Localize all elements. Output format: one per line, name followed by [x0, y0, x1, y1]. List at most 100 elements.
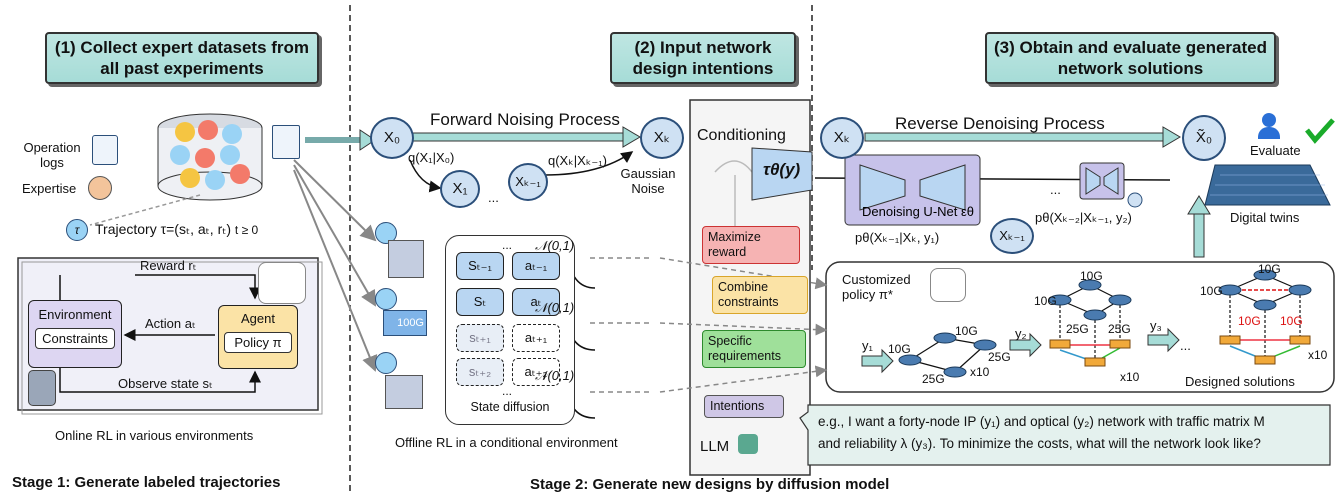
trajectory-label: Trajectory τ=(sₜ, aₜ, rₜ) t ≥ 0	[95, 221, 258, 238]
stage2-caption: Offline RL in a conditional environment	[395, 435, 618, 450]
specific-requirements-chip: Specific requirements	[702, 330, 806, 368]
database-icon	[28, 370, 56, 406]
agent-box: Agent Policy π	[218, 305, 298, 369]
tau-icon-1	[375, 222, 397, 244]
observe-label: Observe state sₜ	[118, 376, 213, 391]
node-x0: X₀	[370, 117, 414, 159]
state-cell: Sₜ₋₁	[456, 252, 504, 280]
node-x1: X₁	[440, 170, 480, 208]
state-diffusion-box: ... Sₜ₋₁ aₜ₋₁ Sₜ aₜ sₜ₊₁ aₜ₊₁ sₜ₊₂ aₜ₊₂ …	[445, 235, 575, 425]
state-cell: aₜ	[512, 288, 560, 316]
constraints-label: Constraints	[35, 328, 115, 349]
link-capacity: 10G	[955, 324, 978, 338]
ellipsis-designs: ...	[1180, 338, 1191, 353]
link-capacity: 10G	[1200, 284, 1223, 298]
link-capacity: 25G	[1108, 322, 1131, 336]
state-cell: sₜ₊₁	[456, 324, 504, 352]
stage3-header-text: (3) Obtain and evaluate generated networ…	[993, 38, 1267, 78]
trajectory-text: Trajectory τ=(sₜ, aₜ, rₜ)	[95, 221, 232, 237]
designed-solutions-label: Designed solutions	[1185, 374, 1295, 389]
robot-icon	[258, 262, 306, 304]
tau-icon-2	[375, 288, 397, 310]
llm-logo-icon	[738, 434, 758, 454]
tau-icon: τ	[66, 219, 88, 241]
node-xk-reverse: Xₖ	[820, 117, 864, 159]
link-capacity: 10G	[1034, 294, 1057, 308]
node-xk1: Xₖ₋₁	[508, 163, 548, 201]
state-cell: sₜ₊₂	[456, 358, 504, 386]
environment-label: Environment	[38, 307, 112, 322]
link-capacity: 10G	[1080, 269, 1103, 283]
stage1-header-text: (1) Collect expert datasets from all pas…	[54, 38, 310, 78]
link-capacity: 10G	[1258, 262, 1281, 276]
q1-label: q(X₁|X₀)	[408, 150, 455, 165]
digital-twins-label: Digital twins	[1230, 210, 1300, 225]
customized-policy-label: Customized policy π*	[842, 272, 911, 302]
link-capacity: 25G	[922, 372, 945, 386]
action-label: Action aₜ	[145, 316, 196, 331]
y2-label: y₂	[1015, 326, 1027, 341]
y3-label: y₃	[1150, 318, 1162, 333]
node-xk1-reverse: Xₖ₋₁	[990, 218, 1034, 254]
state-cell: aₜ₋₁	[512, 252, 560, 280]
state-cell: Sₜ	[456, 288, 504, 316]
expertise-label: Expertise	[22, 181, 77, 196]
expert-avatar-icon	[88, 176, 112, 200]
operation-logs-label: Operation logs	[23, 140, 81, 170]
node-x0-tilde: X̃₀	[1182, 115, 1226, 161]
link-capacity: 10G	[1280, 314, 1303, 328]
network-100g-icon: 100G	[383, 310, 427, 336]
multiplier: x10	[1120, 370, 1140, 384]
llm-label: LLM	[700, 438, 730, 455]
ellipsis-1: ...	[488, 190, 499, 205]
normal-dist-1: 𝒩(0,1)	[535, 238, 575, 253]
link-capacity: 25G	[1066, 322, 1089, 336]
gaussian-label: Gaussian Noise	[620, 166, 676, 196]
intentions-chip: Intentions	[704, 395, 784, 418]
link-capacity: 25G	[988, 350, 1011, 364]
normal-dist-3: 𝒩(0,1)	[535, 368, 575, 383]
logs-doc-icon	[388, 240, 424, 278]
conditioning-label: Conditioning	[697, 127, 786, 144]
combine-constraints-chip: Combine constraints	[712, 276, 808, 314]
stage2-header: (2) Input network design intentions	[610, 32, 796, 84]
y1-label: y₁	[862, 338, 873, 353]
normal-dist-2: 𝒩(0,1)	[535, 300, 575, 315]
evaluate-label: Evaluate	[1250, 143, 1301, 158]
forward-label: Forward Noising Process	[430, 110, 620, 129]
ellipsis-bottom: ...	[502, 384, 513, 398]
stage1-footer: Stage 1: Generate labeled trajectories	[12, 474, 281, 491]
stage2-footer: Stage 2: Generate new designs by diffusi…	[530, 476, 890, 493]
node-xk: Xₖ	[640, 117, 684, 159]
state-cell: aₜ₊₂	[512, 358, 560, 386]
stage1-caption: Online RL in various environments	[55, 428, 254, 443]
unet-label: Denoising U-Net εθ	[862, 204, 975, 219]
clipboard-icon	[92, 135, 118, 165]
agent-label: Agent	[241, 311, 275, 326]
document-icon	[272, 125, 300, 159]
trajectory-subscript: t ≥ 0	[234, 223, 259, 237]
maximize-reward-chip: Maximize reward	[702, 226, 800, 264]
stage2-header-text: (2) Input network design intentions	[632, 38, 774, 78]
tau-theta-label: τθ(y)	[763, 160, 801, 179]
ellipsis-top: ...	[502, 238, 513, 252]
ellipsis-reverse: ...	[1050, 182, 1061, 197]
environment-box: Environment Constraints	[28, 300, 122, 368]
q2-label: q(Xₖ|Xₖ₋₁)	[548, 153, 607, 168]
state-cell: aₜ₊₁	[512, 324, 560, 352]
multiplier: x10	[1308, 348, 1328, 362]
reward-label: Reward rₜ	[140, 258, 197, 273]
p2-label: pθ(Xₖ₋₂|Xₖ₋₁, y₂)	[1035, 210, 1132, 225]
p1-label: pθ(Xₖ₋₁|Xₖ, y₁)	[855, 230, 940, 245]
llm-prompt-bubble	[799, 404, 1331, 466]
prompt-line-2: and reliability λ (y₃). To minimize the …	[818, 436, 1261, 451]
prompt-line-1: e.g., I want a forty-node IP (y₁) and op…	[818, 414, 1265, 429]
stage1-header: (1) Collect expert datasets from all pas…	[45, 32, 319, 84]
dataset-cylinder	[157, 113, 263, 201]
link-capacity: 10G	[1238, 314, 1261, 328]
user-gear-icon	[1258, 113, 1292, 141]
reverse-label: Reverse Denoising Process	[895, 114, 1105, 133]
state-diffusion-label: State diffusion	[470, 400, 550, 414]
multiplier: x10	[970, 365, 990, 379]
policy-label: Policy π	[224, 332, 292, 353]
